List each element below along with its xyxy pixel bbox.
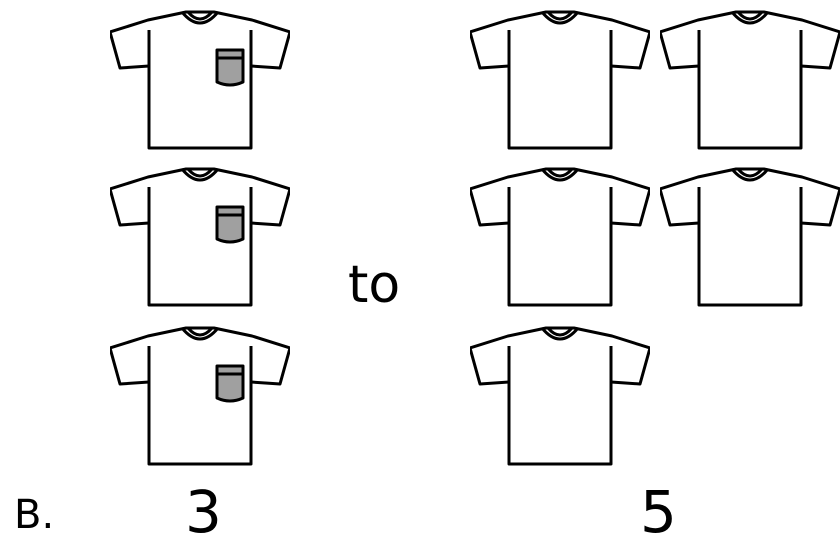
pocket-tshirt-icon — [110, 326, 290, 466]
option-label: B. — [14, 492, 54, 538]
pocket-tshirt-icon — [110, 167, 290, 307]
plain-tshirt-icon — [470, 326, 650, 466]
connector-text: to — [348, 255, 400, 315]
plain-tshirt-icon — [470, 10, 650, 150]
left-count-label: 3 — [185, 478, 222, 546]
plain-tshirt-icon — [660, 10, 840, 150]
plain-tshirt-icon — [660, 167, 840, 307]
right-count-label: 5 — [640, 478, 677, 546]
plain-tshirt-icon — [470, 167, 650, 307]
pocket-tshirt-icon — [110, 10, 290, 150]
